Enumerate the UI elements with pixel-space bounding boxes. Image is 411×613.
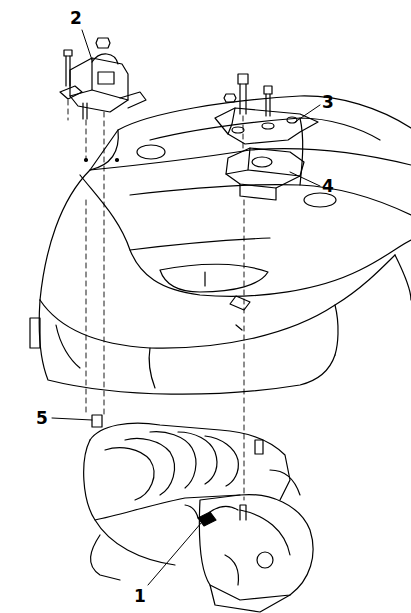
- engine-mount-4: [226, 148, 304, 200]
- callout-number: 1: [134, 588, 146, 605]
- engine-mount-2: [60, 38, 146, 119]
- mount-bracket-3: [215, 74, 318, 144]
- alignment-lines: [68, 100, 244, 500]
- callout-number: 2: [70, 10, 82, 27]
- leader-lines: [52, 30, 320, 585]
- callout-number: 5: [36, 410, 48, 427]
- car-body: [30, 96, 411, 394]
- engine-assembly: [84, 415, 313, 612]
- callout-number: 3: [322, 94, 334, 111]
- callout-number: 4: [322, 178, 334, 195]
